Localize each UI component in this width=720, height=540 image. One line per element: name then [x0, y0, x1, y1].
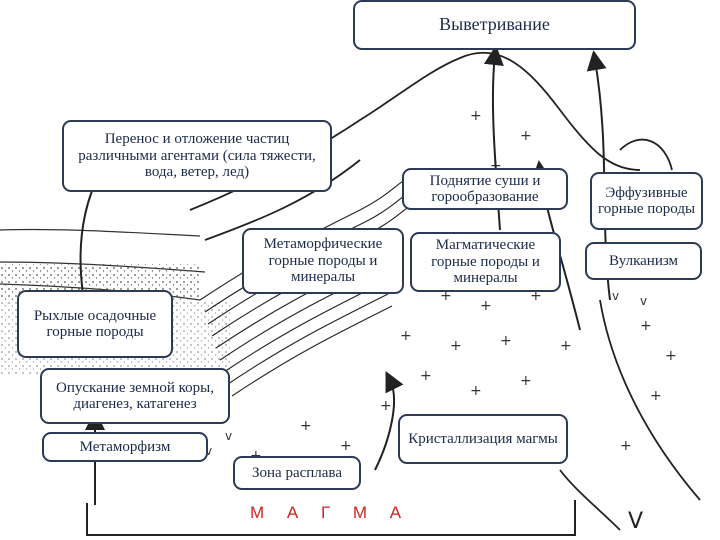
svg-text:v: v: [205, 444, 212, 458]
svg-text:+: +: [620, 438, 632, 454]
label-metamorphic-rocks: Метаморфические горные породы и минералы: [242, 228, 404, 294]
svg-text:+: +: [470, 108, 482, 124]
svg-text:+: +: [470, 383, 482, 399]
label-transport: Перенос и отложение частиц различными аг…: [62, 120, 332, 192]
svg-text:+: +: [530, 288, 542, 304]
svg-text:+: +: [450, 338, 462, 354]
label-weathering: Выветривание: [353, 0, 636, 50]
magma-chamber-line: [86, 500, 576, 536]
svg-text:+: +: [440, 288, 452, 304]
svg-text:+: +: [300, 418, 312, 434]
label-effusive-rocks: Эффузивные горные породы: [590, 172, 703, 230]
label-crystallization: Кристаллизация магмы: [398, 414, 568, 464]
v-marker: V: [628, 509, 643, 534]
label-subsidence: Опускание земной коры, диагенез, катаген…: [40, 368, 230, 424]
label-melt-zone: Зона расплава: [233, 456, 361, 490]
svg-text:v: v: [640, 294, 647, 308]
svg-text:+: +: [560, 338, 572, 354]
svg-text:+: +: [480, 298, 492, 314]
svg-text:+: +: [400, 328, 412, 344]
svg-text:+: +: [650, 388, 662, 404]
svg-text:v: v: [612, 289, 619, 303]
svg-text:+: +: [500, 333, 512, 349]
label-loose-sediments: Рыхлые осадочные горные породы: [17, 290, 173, 358]
label-magmatic-rocks: Магматические горные породы и минералы: [410, 232, 561, 292]
svg-text:+: +: [665, 348, 677, 364]
svg-text:+: +: [420, 368, 432, 384]
label-volcanism: Вулканизм: [585, 242, 702, 280]
svg-text:+: +: [520, 128, 532, 144]
svg-text:+: +: [640, 318, 652, 334]
svg-text:+: +: [520, 373, 532, 389]
svg-text:+: +: [380, 398, 392, 414]
svg-text:+: +: [340, 438, 352, 454]
label-magma: М А Г М А: [250, 503, 404, 522]
svg-text:v: v: [225, 429, 232, 443]
label-uplift: Поднятие суши и горообразование: [402, 168, 568, 210]
label-metamorphism: Метаморфизм: [42, 432, 208, 462]
